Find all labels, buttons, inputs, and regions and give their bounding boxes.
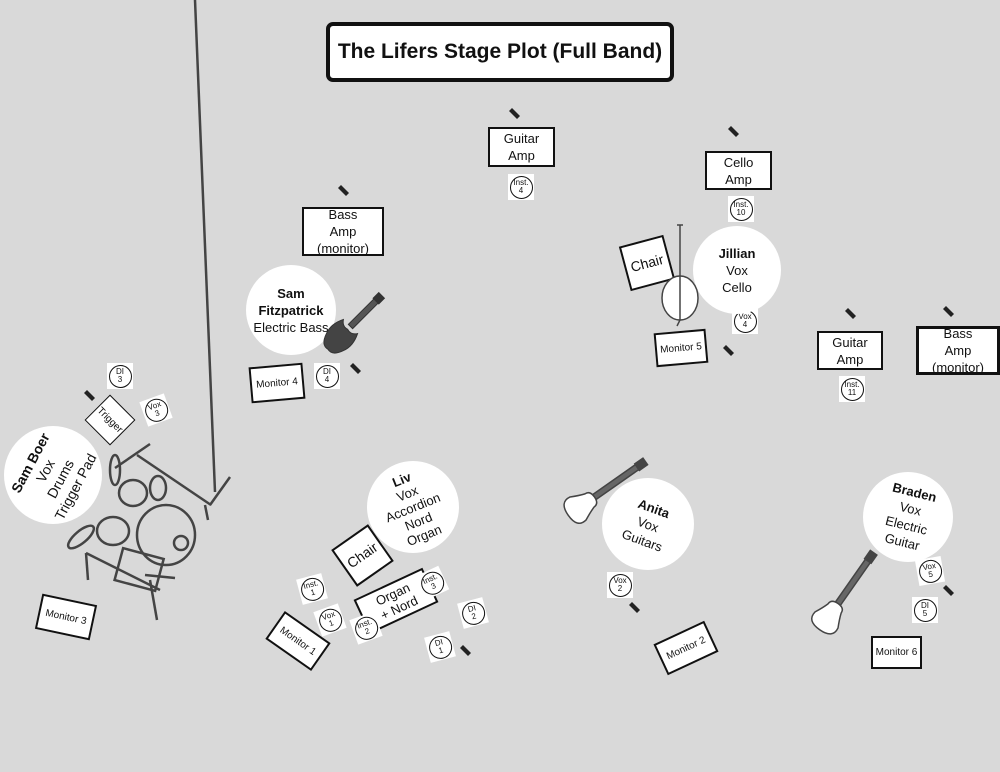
power-plug-icon [350,363,361,374]
power-plug-icon [629,602,640,613]
power-plug-icon [338,185,349,196]
person-role: Electric Bass [253,319,329,335]
bass-guitar-icon [323,291,386,354]
input-label: Inst. 11 [840,377,864,401]
guitar-amp-right: Guitar Amp [817,331,883,370]
cello-icon [661,224,699,327]
person-name: Sam Fitzpatrick [258,285,324,318]
input-inst-4: Inst. 4 [508,174,534,200]
power-plug-icon [460,645,471,656]
input-inst-11: Inst. 11 [839,376,865,402]
input-label: DI 5 [913,598,937,622]
input-inst-10: Inst. 10 [728,196,754,222]
power-plug-icon [943,306,954,317]
input-vox-2: Vox 2 [607,572,633,598]
guitar-icon [563,457,649,525]
input-label: Vox 2 [608,573,632,597]
electric-guitar-icon [810,549,878,635]
input-di-3: DI 3 [107,363,133,389]
input-label: DI 4 [315,364,339,388]
power-plug-icon [84,390,95,401]
cello-amp: Cello Amp [705,151,772,190]
input-label: Inst. 4 [509,175,533,199]
power-plug-icon [943,585,954,596]
person-role: Vox [726,262,748,278]
monitor-6: Monitor 6 [871,636,922,669]
power-plug-icon [845,308,856,319]
person-name: Jillian [718,245,756,261]
input-di-4: DI 4 [314,363,340,389]
bass-amp-left: Bass Amp (monitor) [302,207,384,256]
power-plug-icons [84,108,954,656]
bass-amp-right: Bass Amp (monitor) [916,326,1000,375]
power-plug-icon [728,126,739,137]
stage-plot-title: The Lifers Stage Plot (Full Band) [326,22,674,82]
input-label: DI 3 [108,364,132,388]
drum-kit-icon [66,0,232,621]
person-role: Cello [722,279,752,295]
power-plug-icon [509,108,524,120]
guitar-amp-center: Guitar Amp [488,127,555,167]
input-label: Inst. 10 [729,197,753,221]
input-di-5: DI 5 [912,597,938,623]
power-plug-icon [723,345,734,356]
